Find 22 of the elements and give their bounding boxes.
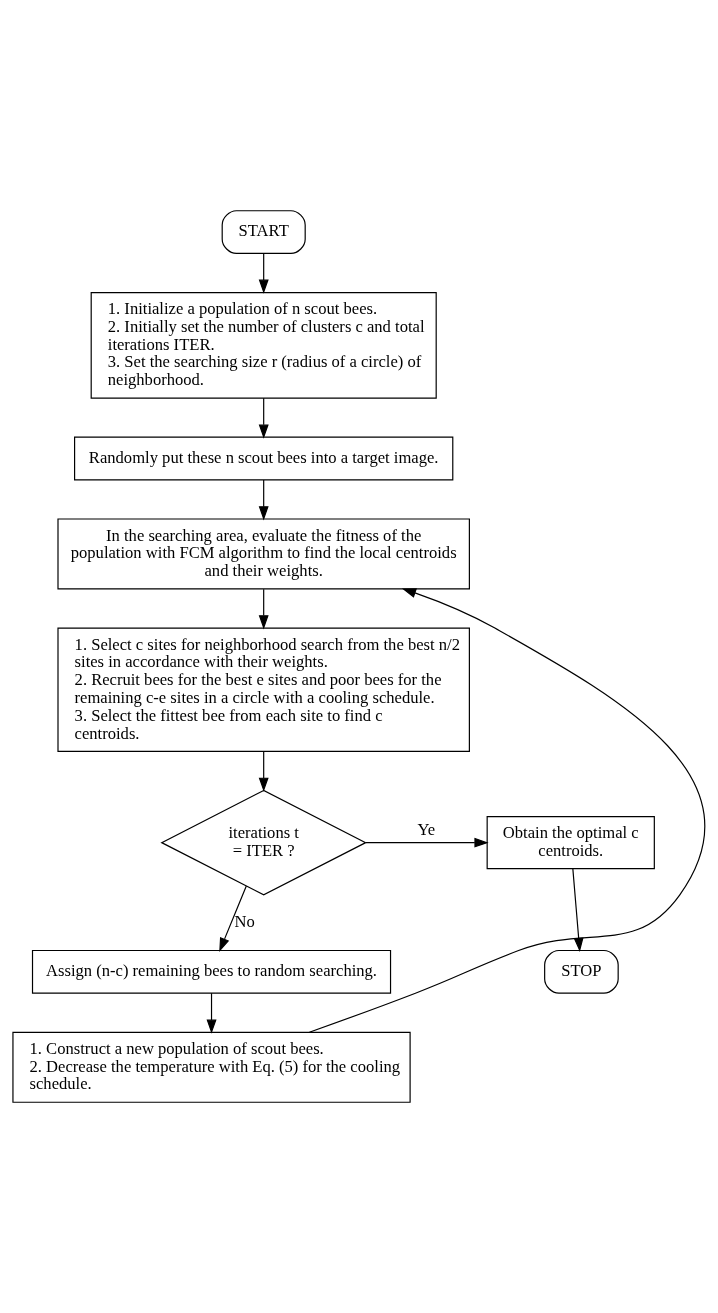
- arrow: [258, 751, 269, 792]
- node-box: 1. Select c sites for neighborhood search from the best n/2 sites in accordance with their weights. 2. Recruit bees for the best e sites and poor bees for the remaining c-e sites in a circle with a cooling schedule. 3. Select the fittest bee from each site to find c centroids.: [57, 627, 470, 752]
- node-box: START: [221, 210, 306, 254]
- edge-label: Ye: [417, 819, 436, 839]
- arrow: [308, 588, 705, 1033]
- arrow: [219, 885, 247, 952]
- arrow: [258, 479, 269, 521]
- edge-label: No: [234, 912, 255, 932]
- node-box: In the searching area, evaluate the fitness of the population with FCM algorithm to find the local centroids and their weights.: [57, 518, 470, 590]
- node-box: 1. Initialize a population of n scout bees. 2. Initially set the number of clusters c and total iterations ITER. 3. Set the searching size r (radius of a circle) of neighborhood.: [90, 291, 437, 399]
- node-box: Obtain the optimal c centroids.: [486, 815, 655, 870]
- node-box: Assign (n-c) remaining bees to random searching.: [31, 949, 392, 994]
- node-box: STOP: [544, 949, 619, 994]
- arrow: [365, 837, 489, 848]
- arrow: [206, 992, 217, 1034]
- arrow: [258, 397, 269, 439]
- node-box: Randomly put these n scout bees into a target image.: [74, 436, 454, 481]
- node-box: 1. Construct a new population of scout bees. 2. Decrease the temperature with Eq. (5) for the cooling schedule.: [12, 1031, 411, 1103]
- node-diamond: iterations t = ITER ?: [160, 789, 367, 896]
- arrow: [258, 253, 269, 294]
- arrow: [572, 868, 584, 953]
- arrow: [258, 588, 269, 630]
